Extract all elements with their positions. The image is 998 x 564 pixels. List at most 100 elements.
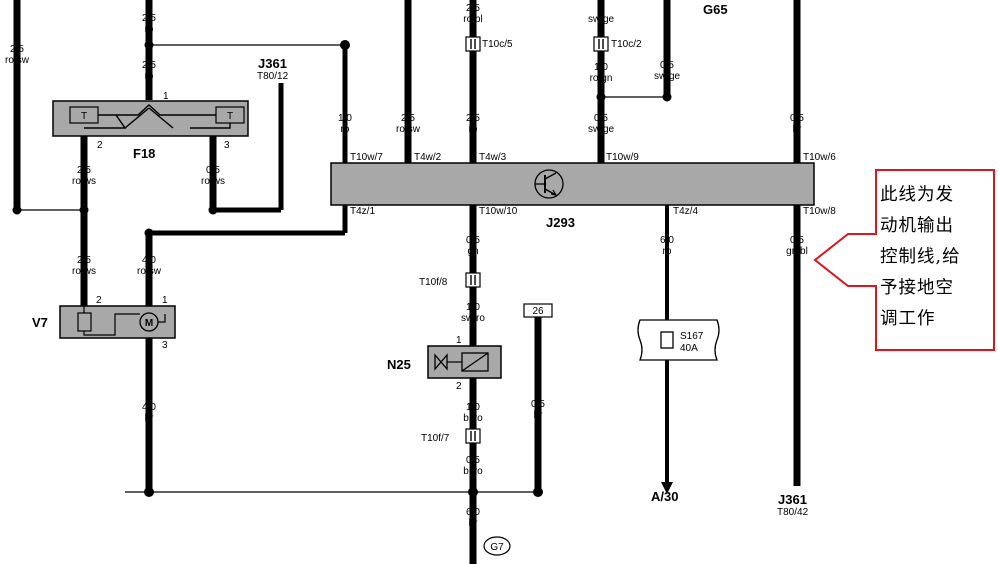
svg-text:gn/bl: gn/bl bbox=[786, 246, 808, 257]
j361-top-label: J361 bbox=[258, 56, 287, 71]
svg-text:gn: gn bbox=[467, 246, 478, 257]
svg-text:T10w/9: T10w/9 bbox=[606, 152, 639, 163]
svg-text:0.5: 0.5 bbox=[466, 455, 480, 466]
svg-text:ro: ro bbox=[145, 24, 154, 35]
svg-text:T4w/3: T4w/3 bbox=[479, 152, 507, 163]
svg-text:1.0: 1.0 bbox=[338, 113, 352, 124]
svg-text:1.0: 1.0 bbox=[466, 402, 480, 413]
wires bbox=[13, 0, 801, 564]
svg-text:6.0: 6.0 bbox=[660, 235, 674, 246]
svg-text:0.5: 0.5 bbox=[594, 113, 608, 124]
svg-text:ro/gn: ro/gn bbox=[590, 73, 613, 84]
annotation-line-3: 控制线,给 bbox=[880, 247, 961, 267]
f18-pin1: 1 bbox=[163, 91, 169, 102]
svg-text:ro/sw: ro/sw bbox=[396, 124, 421, 135]
svg-text:2.5: 2.5 bbox=[77, 255, 91, 266]
v7-pin3: 3 bbox=[162, 340, 168, 351]
f18-t-right: T bbox=[227, 111, 233, 122]
j293-control-unit: J293 bbox=[330, 162, 815, 230]
svg-text:T4w/2: T4w/2 bbox=[414, 152, 442, 163]
svg-text:2.5: 2.5 bbox=[401, 113, 415, 124]
svg-text:26: 26 bbox=[532, 306, 544, 317]
svg-text:sw/ge: sw/ge bbox=[588, 124, 615, 135]
svg-text:0.5: 0.5 bbox=[531, 399, 545, 410]
svg-text:bl/ro: bl/ro bbox=[463, 466, 483, 477]
n25-pin2: 2 bbox=[456, 381, 462, 392]
j361-top-pin: T80/12 bbox=[257, 71, 289, 82]
svg-text:1.0: 1.0 bbox=[594, 62, 608, 73]
svg-text:6.0: 6.0 bbox=[466, 507, 480, 518]
svg-text:ro/ws: ro/ws bbox=[72, 176, 96, 187]
svg-text:T10c/2: T10c/2 bbox=[611, 39, 642, 50]
svg-text:ro/ws: ro/ws bbox=[72, 266, 96, 277]
svg-text:2.5: 2.5 bbox=[77, 165, 91, 176]
ground-g7: G7 bbox=[483, 536, 511, 556]
svg-text:br: br bbox=[534, 410, 544, 421]
f18-pin2: 2 bbox=[97, 140, 103, 151]
annotation-line-1: 此线为发 bbox=[880, 185, 954, 205]
s167-label: S167 bbox=[680, 331, 704, 342]
svg-text:0.5: 0.5 bbox=[790, 235, 804, 246]
svg-text:2.5: 2.5 bbox=[466, 113, 480, 124]
svg-text:G7: G7 bbox=[490, 542, 504, 553]
svg-text:T10w/10: T10w/10 bbox=[479, 206, 518, 217]
annotation-line-4: 予接地空 bbox=[880, 278, 954, 298]
svg-text:T4z/4: T4z/4 bbox=[673, 206, 698, 217]
svg-text:br: br bbox=[145, 413, 155, 424]
f18-thermo-switch: T T 1 2 3 F18 bbox=[52, 91, 249, 161]
svg-text:ro: ro bbox=[469, 124, 478, 135]
n25-pin1: 1 bbox=[456, 335, 462, 346]
svg-text:4.0: 4.0 bbox=[142, 402, 156, 413]
a30-label: A/30 bbox=[651, 489, 678, 504]
wire-labels: 2.5 ro/sw 2.5 ro 2.5 ro 2.5 ro/ws 0.5 ro… bbox=[5, 3, 808, 529]
svg-text:0.5: 0.5 bbox=[206, 165, 220, 176]
svg-text:0.5: 0.5 bbox=[660, 60, 674, 71]
svg-text:T10w/6: T10w/6 bbox=[803, 152, 836, 163]
annotation-callout-border bbox=[813, 169, 995, 351]
svg-text:T10w/7: T10w/7 bbox=[350, 152, 383, 163]
svg-text:ro: ro bbox=[663, 246, 672, 257]
n25-label: N25 bbox=[387, 357, 411, 372]
g65-label: G65 bbox=[703, 2, 728, 17]
svg-text:0.5: 0.5 bbox=[790, 113, 804, 124]
svg-text:ro/bl: ro/bl bbox=[463, 14, 482, 25]
svg-text:sw/ge: sw/ge bbox=[654, 71, 681, 82]
s167-fuse: S167 40A bbox=[637, 319, 720, 361]
j293-label: J293 bbox=[546, 215, 575, 230]
j361-bottom-label: J361 bbox=[778, 492, 807, 507]
svg-text:ro/ws: ro/ws bbox=[201, 176, 225, 187]
v7-pin1: 1 bbox=[162, 295, 168, 306]
svg-text:sw/ge: sw/ge bbox=[588, 14, 615, 25]
svg-text:2.5: 2.5 bbox=[142, 60, 156, 71]
svg-text:T10w/8: T10w/8 bbox=[803, 206, 836, 217]
svg-text:bl/ro: bl/ro bbox=[463, 413, 483, 424]
svg-text:T10f/8: T10f/8 bbox=[419, 277, 448, 288]
n25-ac-clutch: 1 2 N25 bbox=[387, 335, 502, 392]
annotation-note: 此线为发 动机输出 控制线,给 予接地空 调工作 bbox=[876, 170, 994, 350]
v7-radiator-fan: M 2 1 3 V7 bbox=[32, 295, 176, 351]
connector-labels: T10c/5 T10c/2 T10w/7 T4w/2 T4w/3 T10w/9 … bbox=[350, 39, 836, 444]
v7-motor-symbol: M bbox=[145, 318, 153, 329]
svg-text:2.5: 2.5 bbox=[10, 44, 24, 55]
svg-text:br: br bbox=[469, 518, 479, 529]
f18-label: F18 bbox=[133, 146, 155, 161]
junction-dots bbox=[12, 40, 672, 497]
svg-text:T4z/1: T4z/1 bbox=[350, 206, 375, 217]
svg-text:2.5: 2.5 bbox=[466, 3, 480, 14]
v7-pin2: 2 bbox=[96, 295, 102, 306]
svg-text:0.5: 0.5 bbox=[466, 235, 480, 246]
svg-text:1.0: 1.0 bbox=[466, 302, 480, 313]
svg-text:ro/sw: ro/sw bbox=[137, 266, 162, 277]
inline-connectors bbox=[465, 36, 609, 444]
svg-text:ro: ro bbox=[341, 124, 350, 135]
svg-text:br: br bbox=[793, 124, 803, 135]
j361-bottom-pin: T80/42 bbox=[777, 507, 809, 518]
svg-text:ro: ro bbox=[145, 71, 154, 82]
v7-label: V7 bbox=[32, 315, 48, 330]
s167-rating: 40A bbox=[680, 343, 698, 354]
f18-t-left: T bbox=[81, 111, 87, 122]
annotation-line-5: 调工作 bbox=[880, 309, 936, 329]
svg-text:2.5: 2.5 bbox=[142, 13, 156, 24]
svg-text:sw/ro: sw/ro bbox=[461, 313, 485, 324]
